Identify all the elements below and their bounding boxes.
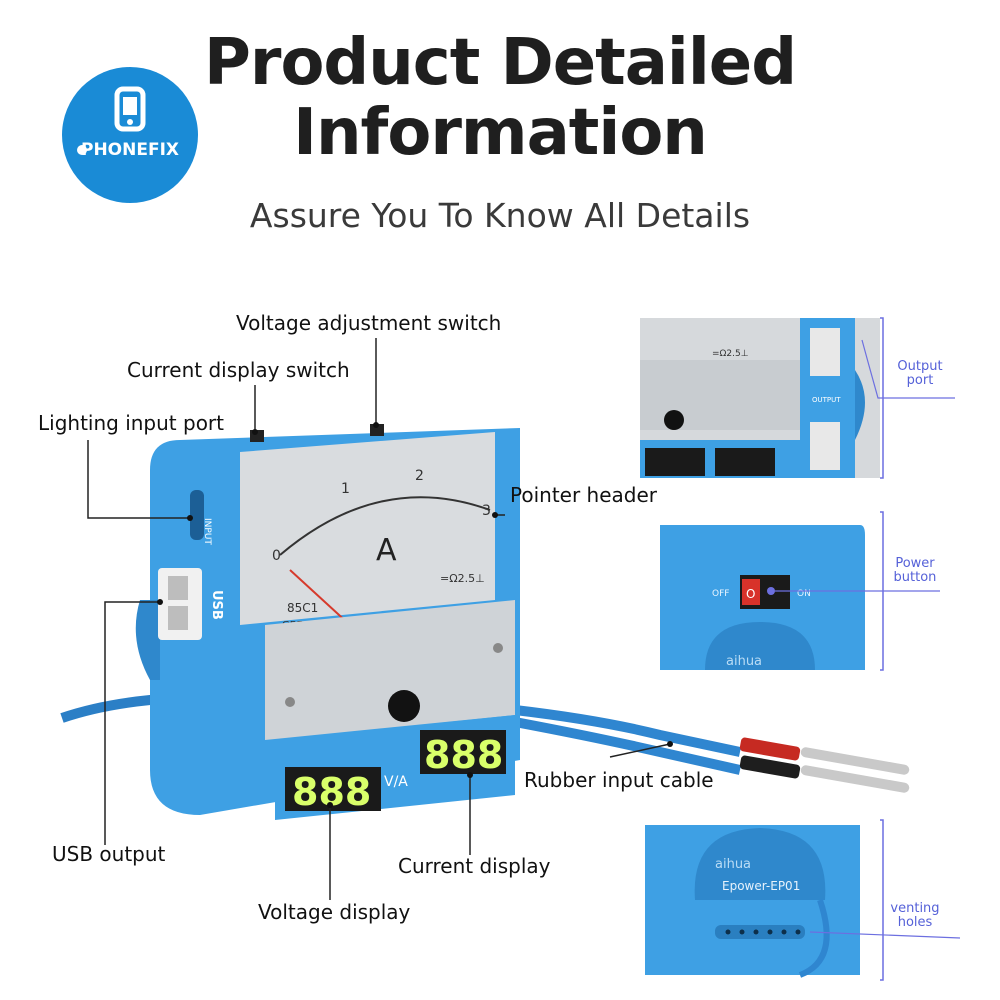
power-brand-text: aihua [726, 654, 762, 669]
venting-holes-line1: venting [890, 901, 940, 916]
meter-arc [279, 496, 491, 556]
page-subtitle: Assure You To Know All Details [249, 196, 751, 235]
callout-lighting-input [87, 440, 190, 519]
title-line-2: Information [293, 96, 708, 170]
meter-class: =Ω2.5⊥ [440, 572, 485, 585]
label-voltage-adjustment-switch: Voltage adjustment switch [236, 311, 502, 335]
current-display-digits: 888 [424, 733, 503, 777]
output-side-text: OUTPUT [812, 396, 841, 404]
input-port-label: INPUT [202, 518, 212, 545]
vent-brand-text: aihua [715, 857, 751, 872]
screw-icon [285, 697, 295, 707]
label-usb-output: USB output [52, 842, 166, 866]
meter-lower-panel [265, 600, 515, 740]
scale-3: 3 [482, 503, 491, 519]
screw-icon [493, 643, 503, 653]
page-title: Product Detailed Information [150, 28, 850, 168]
inset-output-port: OUTPUT =Ω2.5⊥ [640, 317, 955, 479]
inset-power-button: O OFF ON aihua [655, 511, 940, 671]
label-lighting-input-port: Lighting input port [38, 411, 224, 435]
label-current-display: Current display [398, 854, 551, 878]
adjustment-knob-hole[interactable] [388, 690, 420, 722]
label-venting-holes: venting holes [880, 902, 950, 930]
usb-slot-2 [168, 606, 188, 630]
label-pointer-header: Pointer header [510, 483, 658, 507]
power-off-text: OFF [712, 589, 729, 599]
meter-unit: A [376, 533, 397, 568]
label-rubber-input-cable: Rubber input cable [524, 768, 714, 792]
phonefix-logo: PHONEFIX [62, 67, 198, 203]
callout-lines [87, 338, 671, 900]
callout-rubber-cable [609, 743, 671, 758]
power-button-line2: button [893, 570, 937, 585]
title-line-1: Product Detailed [203, 26, 797, 100]
scale-2: 2 [415, 468, 424, 484]
output-port-line1: Output [897, 359, 943, 374]
meter-pointer [289, 569, 351, 626]
display-divider: V/A [384, 774, 408, 790]
venting-holes-line2: holes [897, 915, 933, 930]
label-current-display-switch: Current display switch [127, 358, 350, 382]
usb-label: USB [209, 590, 224, 620]
rear-knob [135, 600, 160, 680]
power-on-text: ON [797, 589, 811, 599]
red-plug [739, 737, 801, 761]
scale-0: 0 [272, 548, 281, 564]
inset-meter-class: =Ω2.5⊥ [712, 349, 749, 359]
inset-venting-holes: aihua Epower-EP01 [640, 819, 961, 981]
output-port-line2: port [906, 373, 934, 388]
label-output-port: Output port [885, 360, 955, 388]
power-switch-text: O [746, 587, 755, 601]
rubber-input-cable-blue [514, 705, 742, 757]
label-voltage-display: Voltage display [258, 900, 411, 924]
logo-text: PHONEFIX [80, 140, 180, 160]
meter-model: 85C1 [287, 601, 318, 615]
usb-slot-1 [168, 576, 188, 600]
voltage-display [285, 767, 381, 811]
power-button-line1: Power [895, 556, 935, 571]
black-plug [739, 755, 801, 779]
callout-dots [157, 422, 673, 808]
callout-usb-output [104, 601, 160, 845]
meter-face [240, 432, 495, 625]
current-display [420, 730, 506, 774]
lighting-input-port [190, 490, 204, 540]
phone-wrench-icon [77, 86, 146, 155]
plug-pin-2 [800, 765, 910, 793]
scale-1: 1 [341, 481, 350, 497]
rubber-input-cable-blue-2 [514, 717, 742, 775]
vent-model-text: Epower-EP01 [722, 879, 800, 893]
plug-pin [800, 747, 910, 775]
label-power-button: Power button [880, 557, 950, 585]
voltage-adjustment-switch[interactable] [370, 424, 384, 436]
